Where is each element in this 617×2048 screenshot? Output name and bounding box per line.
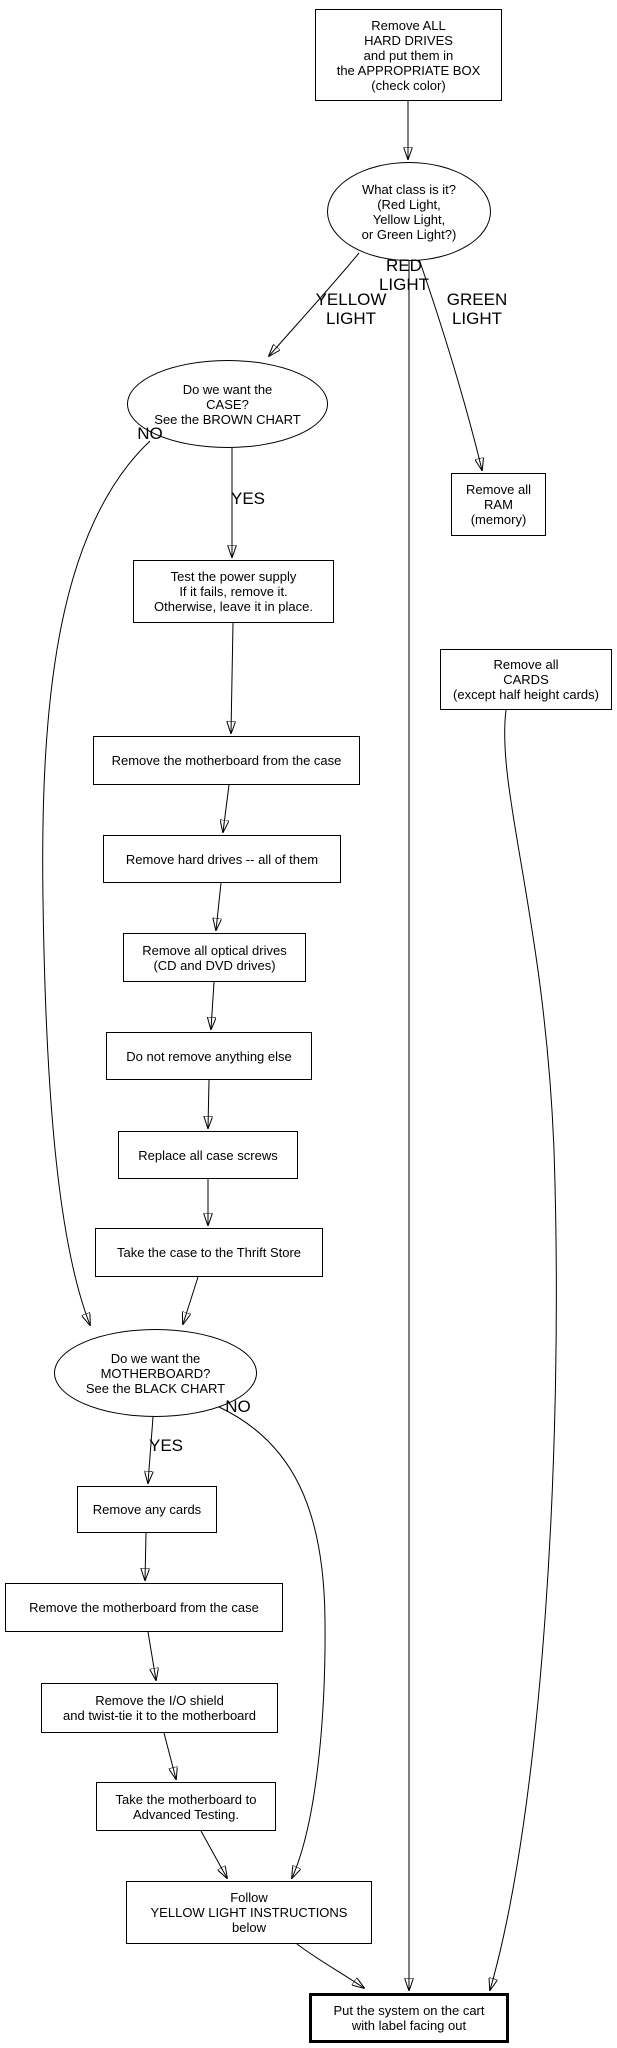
- node-want-case-decision: Do we want the CASE? See the BROWN CHART: [127, 360, 328, 448]
- node-remove-any-cards: Remove any cards: [77, 1486, 217, 1533]
- node-remove-hard-drives: Remove hard drives -- all of them: [103, 835, 341, 883]
- node-take-case-thrift-store: Take the case to the Thrift Store: [95, 1228, 323, 1277]
- edge-label-green-light: GREEN LIGHT: [446, 290, 508, 328]
- edge-class-to-case-yellow-light: [269, 252, 360, 356]
- node-test-power-supply: Test the power supply If it fails, remov…: [133, 560, 334, 623]
- edge-label-yellow-light: YELLOW LIGHT: [315, 290, 387, 328]
- node-remove-io-shield: Remove the I/O shield and twist-tie it t…: [41, 1683, 278, 1733]
- edge-io-shield-to-advanced: [163, 1732, 176, 1779]
- node-remove-motherboard-case-2: Remove the motherboard from the case: [5, 1583, 283, 1632]
- edge-any-cards-to-mobo-case2: [145, 1532, 146, 1580]
- edge-label-case-yes: YES: [230, 489, 266, 508]
- edge-mobo-yes-to-any-cards: [148, 1416, 154, 1483]
- edge-mobo-case1-to-hard-drives: [223, 784, 230, 832]
- node-remove-cards: Remove all CARDS (except half height car…: [440, 649, 612, 710]
- edge-thrift-to-mobo-decision: [183, 1276, 199, 1324]
- node-what-class-decision: What class is it? (Red Light, Yellow Lig…: [327, 162, 491, 261]
- node-put-system-on-cart: Put the system on the cart with label fa…: [309, 1993, 509, 2043]
- edge-mobo-case2-to-io-shield: [147, 1631, 156, 1680]
- node-do-not-remove-anything-else: Do not remove anything else: [106, 1032, 312, 1080]
- node-take-motherboard-advanced-testing: Take the motherboard to Advanced Testing…: [96, 1782, 276, 1831]
- node-want-motherboard-decision: Do we want the MOTHERBOARD? See the BLAC…: [54, 1329, 257, 1417]
- edge-mobo-no-to-follow-yellow: [218, 1406, 326, 1878]
- edge-psu-to-mobo-case1: [231, 622, 233, 733]
- edge-optical-to-nothing-else: [211, 981, 214, 1029]
- edge-follow-yellow-to-final: [296, 1943, 364, 1988]
- node-replace-case-screws: Replace all case screws: [118, 1131, 298, 1179]
- edge-advanced-to-follow-yellow: [200, 1830, 227, 1878]
- node-follow-yellow-light-instructions: Follow YELLOW LIGHT INSTRUCTIONS below: [126, 1881, 372, 1944]
- edge-label-mobo-yes: YES: [148, 1436, 184, 1455]
- edge-class-to-ram-green-light: [418, 258, 482, 470]
- node-remove-ram: Remove all RAM (memory): [451, 473, 546, 536]
- node-remove-all-hard-drives: Remove ALL HARD DRIVES and put them in t…: [315, 9, 502, 101]
- edge-case-no-to-mobo-decision: [42, 440, 151, 1325]
- edge-hard-drives-to-optical: [216, 882, 221, 930]
- edge-label-red-light: RED LIGHT: [378, 256, 430, 294]
- edge-nothing-else-to-screws: [208, 1079, 209, 1128]
- edge-label-mobo-no: NO: [225, 1397, 251, 1416]
- node-remove-motherboard-case-1: Remove the motherboard from the case: [93, 736, 360, 785]
- edge-cards-to-final: [490, 709, 557, 1990]
- node-remove-optical-drives: Remove all optical drives (CD and DVD dr…: [123, 933, 306, 982]
- edge-label-case-no: NO: [137, 424, 163, 443]
